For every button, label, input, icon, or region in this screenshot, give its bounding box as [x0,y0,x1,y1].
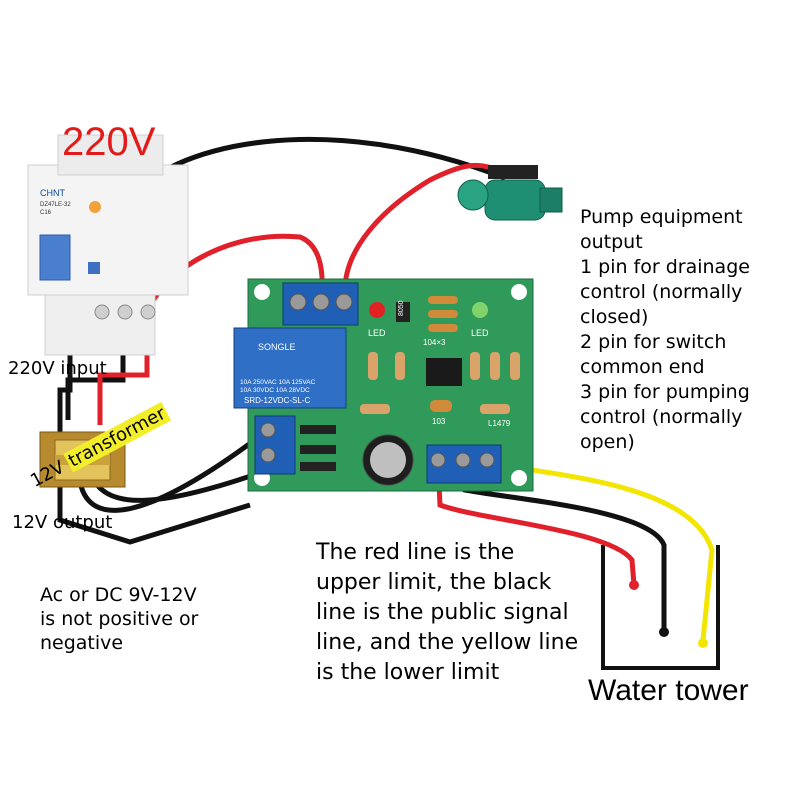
lines-note-line: line, and the yellow line [316,630,579,655]
breaker-rating-text: C16 [40,210,52,216]
water-pump [457,165,563,221]
transistor-label: 8050 [398,300,405,316]
red-sensor-wire [435,461,637,586]
lines-note-line: is the lower limit [316,660,500,685]
power-note-line: Ac or DC 9V-12V [40,584,197,606]
output-12v-label: 12V output [12,512,113,533]
lines-note-line: line is the public signal [316,600,569,625]
capacitor-bottom-label: 103 [432,417,446,426]
relay-brand-text: SONGLE [258,342,296,352]
breaker-model-text: DZ47LE-32 [40,202,71,208]
pump-text-line: 2 pin for switch [580,331,727,353]
capacitor-top-label: 104×3 [423,338,446,347]
output-wire-black [92,467,269,503]
water-tower-label: Water tower [588,674,749,707]
power-note-line: negative [40,632,124,654]
breaker-brand-text: CHNT [40,188,65,198]
relay-spec-1: 10A 250VAC 10A 125VAC [240,379,316,386]
pump-text-line: Pump equipment [580,206,743,228]
water-tower-tank [601,545,720,670]
relay-model-text: SRD-12VDC-SL-C [244,396,310,405]
output-wire-black-2 [77,428,270,513]
pump-text-line: control (normally [580,406,743,428]
black-probe-tip [659,627,669,637]
power-note-line: is not positive or [40,608,199,630]
yellow-probe-tip [698,638,708,648]
voltage-label-220v: 220V [62,120,156,164]
lines-note-line: The red line is the [316,540,515,565]
circuit-breaker: CHNT DZ47LE-32 C16 [27,134,189,356]
pump-text-line: 1 pin for drainage [580,256,750,278]
control-board: SONGLE 10A 250VAC 10A 125VAC 10A 30VDC 1… [233,278,534,492]
pump-text-line: output [580,231,643,253]
relay-spec-2: 10A 30VDC 10A 28VDC [240,387,310,394]
pump-text-line: 3 pin for pumping [580,381,750,403]
led-right-label: LED [471,328,489,338]
sensor-lines-note: The red line is the upper limit, the bla… [316,538,578,688]
lines-note-line: upper limit, the black [316,570,552,595]
inductor-label: L1479 [488,419,511,428]
input-220v-label: 220V input [8,358,107,379]
pump-text-line: closed) [580,306,649,328]
pump-text-line: open) [580,431,635,453]
red-probe-tip [629,580,639,590]
pump-output-description: Pump equipment output 1 pin for drainage… [580,205,750,455]
led-left-label: LED [368,328,386,338]
black-sensor-wire [460,461,667,630]
pump-text-line: control (normally [580,281,743,303]
power-note: Ac or DC 9V-12V is not positive or negat… [40,583,198,655]
pump-text-line: common end [580,356,705,378]
red-wire-to-pump [342,162,502,291]
